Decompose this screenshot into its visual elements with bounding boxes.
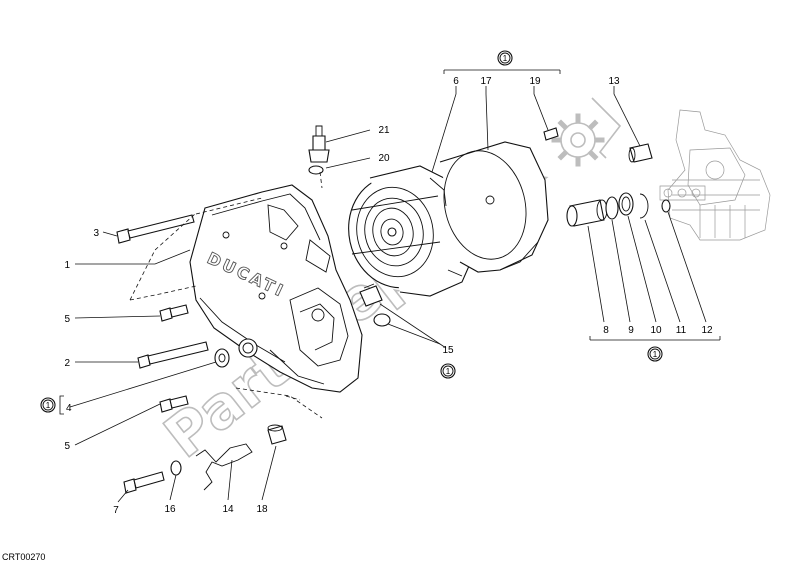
callout-9: 9 — [628, 325, 634, 336]
callout-17: 17 — [480, 76, 492, 87]
svg-text:1: 1 — [653, 350, 658, 359]
callout-19: 19 — [529, 76, 541, 87]
part-21-sensor — [308, 125, 330, 163]
callout-21: 21 — [378, 125, 390, 136]
callout-6: 6 — [453, 76, 459, 87]
part-2-bolt — [137, 341, 209, 369]
callout-4: 4 — [66, 403, 72, 414]
callout-15: 15 — [442, 345, 454, 356]
callout-14: 14 — [222, 504, 234, 515]
callout-13: 13 — [608, 76, 620, 87]
group-marker-top: 1 — [497, 50, 513, 66]
leader-lines — [69, 86, 707, 503]
svg-text:1: 1 — [446, 367, 451, 376]
callout-5a: 5 — [64, 314, 70, 325]
callout-5b: 5 — [64, 441, 70, 452]
callout-18: 18 — [256, 504, 268, 515]
gear-icon — [551, 113, 605, 167]
assembly-lines — [129, 171, 323, 419]
part-10-ring — [618, 192, 634, 216]
part-11-circlip — [639, 193, 649, 219]
part-5-bolt-lower — [159, 395, 189, 413]
engine-reference-outline — [659, 109, 771, 241]
svg-text:1: 1 — [503, 54, 508, 63]
callout-16: 16 — [164, 504, 176, 515]
part-3-bolt — [116, 214, 195, 244]
part-4-seal — [214, 348, 230, 368]
part-13-pin — [628, 143, 653, 163]
part-7-bolt — [123, 471, 165, 494]
group-marker-15: 1 — [440, 363, 456, 379]
drawing-code: CRT00270 — [2, 552, 45, 562]
callout-12: 12 — [701, 325, 713, 336]
part-15-plug — [359, 283, 391, 327]
group-marker-left: 1 — [40, 397, 56, 413]
callout-10: 10 — [650, 325, 662, 336]
clutch-housing-cover — [439, 141, 549, 273]
callout-1: 1 — [64, 260, 70, 271]
part-12-oring — [661, 199, 671, 213]
part-16-washer — [170, 460, 182, 476]
callout-8: 8 — [603, 325, 609, 336]
part-19-screw — [543, 127, 559, 141]
part-18-bushing — [267, 424, 287, 445]
callout-7: 7 — [113, 505, 119, 516]
callout-11: 11 — [676, 325, 687, 336]
callout-2: 2 — [64, 358, 70, 369]
part-8-bushing — [566, 199, 608, 227]
part-5-bolt-upper — [159, 304, 189, 322]
callout-20: 20 — [378, 153, 390, 164]
callout-3: 3 — [93, 228, 99, 239]
part-20-washer — [308, 165, 324, 175]
callout-labels: 1 2 3 4 5 5 6 7 8 9 10 11 12 13 14 15 16… — [64, 76, 713, 516]
group-brackets — [59, 69, 721, 415]
clutch-cover: DUCATI — [189, 184, 363, 393]
group-marker-right: 1 — [647, 346, 663, 362]
part-9-ring — [605, 196, 619, 220]
part-14-spring-clip — [195, 443, 253, 491]
svg-text:1: 1 — [46, 401, 51, 410]
